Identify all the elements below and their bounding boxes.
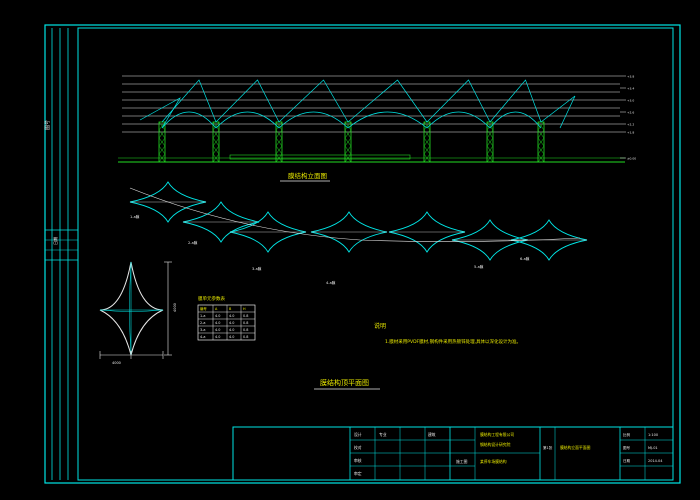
plan-view [129,181,588,261]
membrane-ridge-1 [215,79,280,123]
tb-date-value: 2014.04 [648,459,663,463]
plan-unit-label-2: 3-a膜 [252,266,262,271]
tb-number-label: 图号 [623,445,631,450]
level-mark-1: +3.4 [627,87,634,91]
plan-unit-label-3: 4-a膜 [326,280,336,285]
sidebar-label-1: 图号 [45,120,51,130]
table-cell: 3-a [200,328,205,332]
column-3 [344,121,352,163]
plan-unit-label-0: 1-a膜 [130,214,140,219]
level-mark-0: +3.8 [627,75,634,79]
tb-project: 某停车场膜结构 [480,459,507,464]
level-mark-2: +3.0 [627,99,634,103]
notes-line-1: 1.膜材采用PVDF膜材,钢构件采用热镀锌处理,具体以深化设计为准。 [385,338,521,345]
tb-role-2: 建筑 [428,432,436,437]
tb-header-check: 校对 [354,445,362,450]
membrane-ridge-2 [278,79,349,123]
membrane-arch-1 [215,111,280,129]
title-block: 设计 校对 审核 审定 专业 建筑 膜结构工程有限公司 钢结构设计研究院 某停车… [232,426,674,481]
table-cell: 4.0 [229,328,234,332]
tb-scale-value: 1:100 [648,433,658,437]
left-sidebar: 图号 日期 [45,28,78,480]
table-cell: 4.0 [215,321,220,325]
tb-company-2: 钢结构设计研究院 [480,442,511,447]
tb-sheet: 第1张 [543,445,553,450]
level-mark-3: +2.6 [627,111,634,115]
table-header-cell: B [229,307,232,311]
outer-frame [44,24,681,484]
table-header-cell: H [243,307,246,311]
membrane-ridge-5 [489,79,542,123]
membrane-arch-0 [161,111,217,129]
membrane-arch-2 [278,111,349,129]
table-cell: 0.8 [243,314,248,318]
tb-header-review: 审核 [354,458,362,463]
level-mark-5: +1.8 [627,131,634,135]
plan-ridge-curve [129,187,581,242]
level-mark-6: ±0.00 [627,157,636,161]
table-cell: 4.0 [215,335,220,339]
membrane-arch-5 [489,111,542,129]
tb-header-design: 设计 [354,432,362,437]
elevation-title: 膜结构立面图 [288,171,327,180]
table-cell: 4.0 [215,314,220,318]
membrane-ridge-3 [347,79,428,123]
plan-unit-label-4: 5-a膜 [474,264,484,269]
tb-number-value: MJ-01 [648,446,658,450]
tb-company-1: 膜结构工程有限公司 [480,432,514,437]
elevation-view: +3.8 +3.4 +3.0 +2.6 +2.2 +1.8 ±0.00 [118,75,636,163]
sidebar-label-2: 日期 [52,237,58,245]
detail-membrane-unit: 4000 4000 [99,261,177,365]
tb-role-1: 专业 [379,432,387,437]
column-5 [486,121,494,163]
membrane-edge-left [139,97,181,129]
table-cell: 0.8 [243,321,248,325]
tb-scale-label: 比例 [623,432,631,437]
table-cell: 0.8 [243,335,248,339]
table-header-cell: 编号 [200,306,207,311]
table-cell: 1-a [200,314,205,318]
membrane-arch-4 [426,111,491,129]
detail-dim-bottom: 4000 [112,361,121,365]
tb-drawing-name: 膜结构立面平面图 [560,445,591,450]
table-cell: 4.0 [215,328,220,332]
plan-unit-label-5: 6-a膜 [520,256,530,261]
table-title: 膜单元参数表 [198,295,225,302]
table-cell: 4.0 [229,321,234,325]
detail-dim-side: 4000 [173,303,177,312]
tb-date-label: 日期 [623,458,631,463]
inner-frame [77,27,674,481]
parameter-table: 编号 A B H 1-a 4.0 4.0 0.8 2-a 4.0 4.0 0.8 3-a 4.0 4.0 0.… [197,304,256,341]
notes-heading: 说明 [374,322,386,330]
ground-slab [229,154,411,160]
membrane-arch-3 [347,111,428,129]
table-cell: 4.0 [229,314,234,318]
table-header-cell: A [215,307,218,311]
plan-title: 膜结构顶平面图 [320,378,369,387]
table-border [197,304,256,341]
table-cell: 2-a [200,321,205,325]
membrane-edge-right [540,95,576,129]
plan-unit-label-1: 2-a膜 [188,240,198,245]
column-1 [212,121,220,163]
tb-header-approve: 审定 [354,471,362,476]
level-mark-4: +2.2 [627,123,634,127]
tb-stage: 施工图 [456,459,468,464]
table-cell: 0.8 [243,328,248,332]
table-cell: 4-a [200,335,205,339]
table-cell: 4.0 [229,335,234,339]
membrane-ridge-4 [426,79,491,123]
